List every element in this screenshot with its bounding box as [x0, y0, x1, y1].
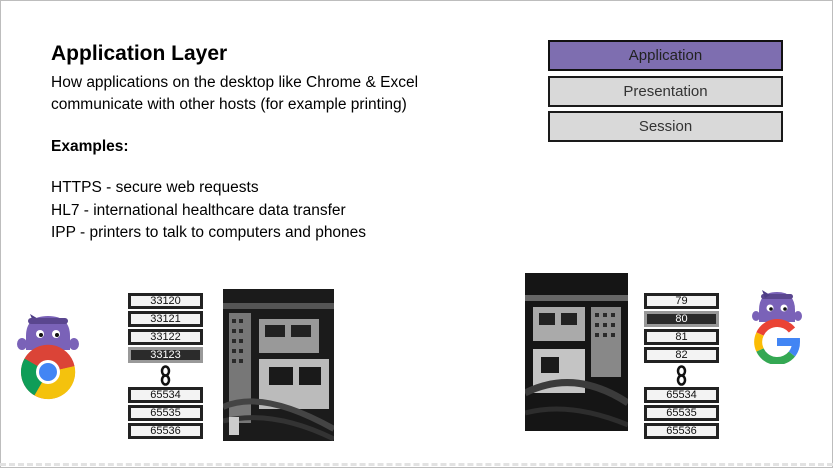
slide-title: Application Layer: [51, 42, 228, 65]
google-mascot-icon: [752, 290, 802, 364]
port-cell: 65535: [128, 405, 203, 421]
selected-port-cell: 80: [644, 311, 719, 327]
chrome-mascot-icon: [17, 314, 79, 400]
example-item: HTTPS - secure web requests: [51, 179, 259, 196]
port-cell: 33120: [128, 293, 203, 309]
port-cell: 65535: [644, 405, 719, 421]
port-cell: 81: [644, 329, 719, 345]
left-port-list: 33120 33121 33122 33123 65534 65535 6553…: [128, 293, 203, 441]
router-ports-photo: [525, 273, 628, 431]
port-cell: 65534: [644, 387, 719, 403]
examples-list: HTTPS - secure web requests HL7 - intern…: [51, 177, 366, 245]
slide-description: How applications on the desktop like Chr…: [51, 74, 419, 113]
example-item: HL7 - international healthcare data tran…: [51, 201, 346, 219]
example-item: IPP - printers to talk to computers and …: [51, 224, 367, 241]
port-cell: 65536: [644, 423, 719, 439]
slide-bottom-divider: [0, 463, 833, 466]
right-port-list: 79 80 81 82 65534 65535 65536: [644, 293, 719, 441]
osi-layer-stack: Application Presentation Session: [548, 40, 783, 147]
port-cell: 65534: [128, 387, 203, 403]
layer-session: Session: [548, 111, 783, 142]
port-cell: 79: [644, 293, 719, 309]
port-cell: 65536: [128, 423, 203, 439]
selected-port-cell: 33123: [128, 347, 203, 363]
port-cell: 33121: [128, 311, 203, 327]
layer-application: Application: [548, 40, 783, 71]
server-ports-photo: [223, 289, 334, 441]
chain-link-icon: [128, 365, 203, 387]
layer-presentation: Presentation: [548, 75, 783, 107]
port-cell: 82: [644, 347, 719, 363]
examples-heading: Examples:: [51, 138, 129, 155]
port-cell: 33122: [128, 329, 203, 345]
chain-link-icon: [644, 365, 719, 387]
